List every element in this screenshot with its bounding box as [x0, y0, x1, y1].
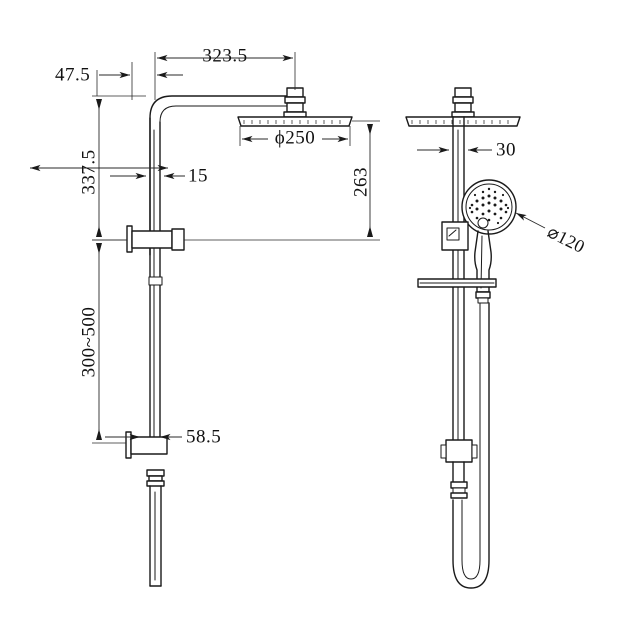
overhead-shower-head-side	[405, 87, 521, 127]
hand-shower	[461, 179, 517, 304]
dim-hand-shower-diameter: ⌀120	[515, 212, 588, 257]
slider-bracket	[126, 225, 185, 286]
dim-offset-wall-to-riser: 47.5	[55, 62, 133, 100]
diverter-body	[441, 221, 469, 251]
slider-collar-side	[440, 439, 478, 463]
dim-label-d120: ⌀120	[544, 221, 588, 257]
dim-head-diameter: ϕ250	[239, 126, 351, 148]
dim-label-d250: ϕ250	[275, 127, 316, 148]
riser-rail-side	[452, 116, 465, 461]
rail-tail-side	[450, 461, 468, 499]
dim-label-58-5: 58.5	[186, 426, 221, 447]
dim-head-drop: 263	[184, 120, 380, 241]
wall-bracket-bottom	[125, 431, 168, 487]
dim-riser-width: 15	[110, 165, 208, 186]
overhead-shower-head	[237, 87, 353, 127]
dim-label-323-5: 323.5	[202, 45, 247, 66]
side-view-group: 30 ⌀120	[405, 87, 588, 589]
dim-label-47-5: 47.5	[55, 64, 90, 85]
shower-hose-front	[149, 485, 162, 587]
dim-bracket-offset: 58.5	[105, 426, 221, 447]
soap-shelf	[417, 278, 497, 288]
dim-label-300-500: 300~500	[78, 307, 99, 378]
dim-label-263: 263	[350, 167, 371, 197]
dim-slider-travel: 300~500	[78, 239, 127, 444]
dim-arm-reach: 323.5	[154, 45, 296, 100]
shower-hose-side	[452, 302, 490, 589]
dim-label-15: 15	[188, 165, 208, 186]
hand-shower-spray-holes	[468, 187, 510, 225]
front-view-group: 47.5 323.5 337.5	[30, 45, 380, 587]
dim-label-337-5: 337.5	[78, 149, 99, 194]
dim-upper-rise: 337.5	[30, 95, 168, 241]
shower-head-nozzle-ticks	[243, 120, 341, 124]
dim-label-30: 30	[496, 139, 516, 160]
shower-head-nozzle-ticks-side	[411, 120, 509, 124]
dim-side-riser-width: 30	[417, 139, 516, 160]
